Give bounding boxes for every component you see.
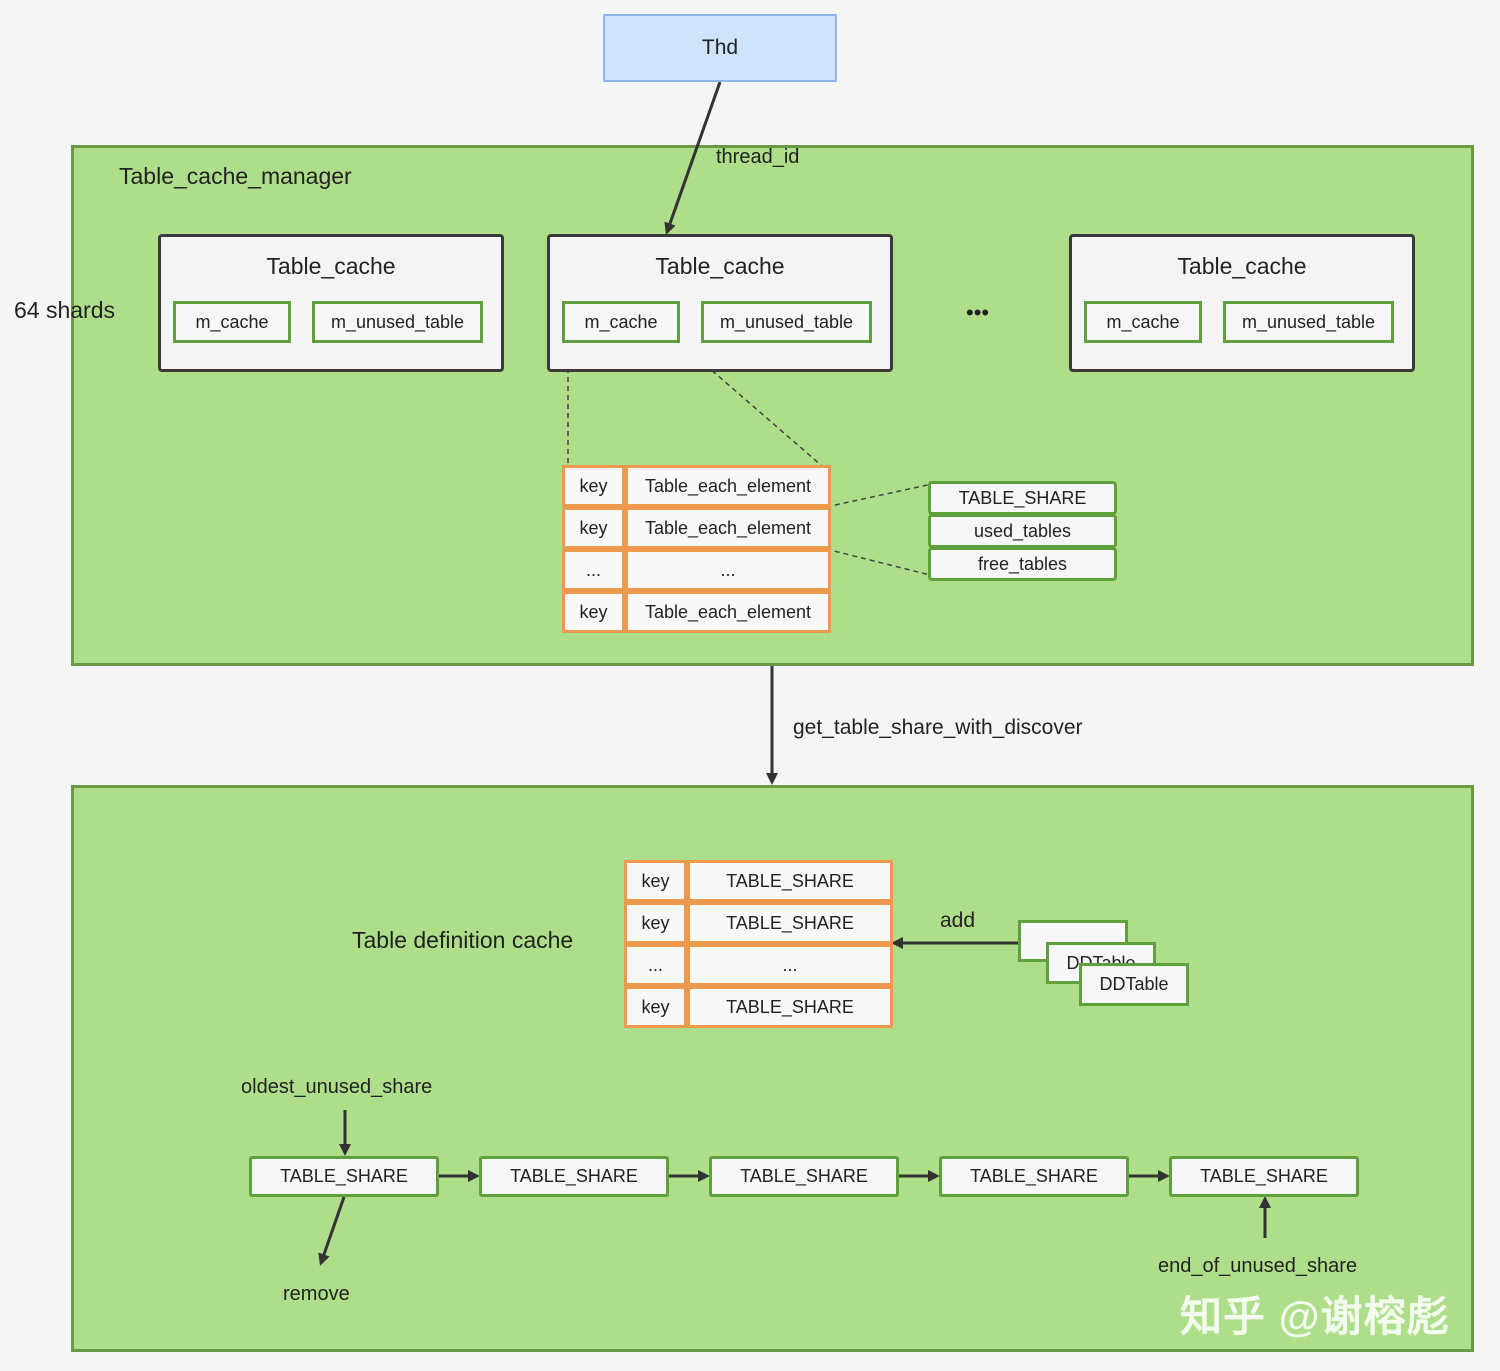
element-table-share-field: TABLE_SHARE	[928, 481, 1117, 515]
table-cache-1: Table_cache m_cache m_unused_table	[158, 234, 504, 372]
thread-id-label: thread_id	[716, 146, 800, 168]
table-cache-3: Table_cache m_cache m_unused_table	[1069, 234, 1415, 372]
table-definition-cache-title: Table definition cache	[352, 927, 574, 953]
hash-key-cell: ...	[624, 944, 687, 986]
remove-arrow	[318, 1196, 346, 1266]
m-cache-field: m_cache	[1084, 301, 1202, 343]
m-cache-field: m_cache	[173, 301, 291, 343]
shards-label: 64 shards	[14, 297, 116, 323]
hash-row: ... ...	[624, 944, 893, 986]
table-cache-title: Table_cache	[655, 253, 785, 279]
hash-value-cell: TABLE_SHARE	[687, 902, 893, 944]
chain-table-share-5: TABLE_SHARE	[1169, 1156, 1359, 1197]
table-cache-manager-title: Table_cache_manager	[119, 163, 352, 189]
thd-to-table-cache-arrow	[664, 81, 722, 235]
element-dashed-bottom	[825, 548, 931, 576]
m-unused-table-field: m_unused_table	[701, 301, 872, 343]
hash-row: ... ...	[562, 549, 831, 591]
thd-box: Thd	[603, 14, 837, 82]
element-used-tables-field: used_tables	[928, 514, 1117, 548]
chain-table-share-3: TABLE_SHARE	[709, 1156, 899, 1197]
get-share-label: get_table_share_with_discover	[793, 716, 1083, 739]
hash-row: key TABLE_SHARE	[624, 902, 893, 944]
chain-table-share-2: TABLE_SHARE	[479, 1156, 669, 1197]
chain-table-share-1: TABLE_SHARE	[249, 1156, 439, 1197]
element-dashed-top	[825, 483, 933, 508]
element-free-tables-field: free_tables	[928, 547, 1117, 581]
hash-value-cell: ...	[625, 549, 831, 591]
zhihu-watermark: 知乎 @谢榕彪	[1180, 1293, 1450, 1340]
table-cache-title: Table_cache	[266, 253, 396, 279]
hash-value-cell: TABLE_SHARE	[687, 986, 893, 1028]
hash-key-cell: ...	[562, 549, 625, 591]
hash-row: key Table_each_element	[562, 507, 831, 549]
hash-value-cell: TABLE_SHARE	[687, 860, 893, 902]
tdc-hash-table: key TABLE_SHARE key TABLE_SHARE ... ... …	[624, 860, 893, 1028]
chain-table-share-4: TABLE_SHARE	[939, 1156, 1129, 1197]
hash-key-cell: key	[562, 507, 625, 549]
table-cache-hash-table: key Table_each_element key Table_each_el…	[562, 465, 831, 633]
hash-value-cell: ...	[687, 944, 893, 986]
end-of-unused-share-label: end_of_unused_share	[1158, 1255, 1358, 1277]
add-label: add	[940, 909, 976, 932]
hash-value-cell: Table_each_element	[625, 591, 831, 633]
m-unused-table-field: m_unused_table	[312, 301, 483, 343]
hash-key-cell: key	[624, 986, 687, 1028]
m-unused-table-field: m_unused_table	[1223, 301, 1394, 343]
hash-row: key Table_each_element	[562, 591, 831, 633]
hash-value-cell: Table_each_element	[625, 465, 831, 507]
hash-key-cell: key	[624, 902, 687, 944]
hash-key-cell: key	[562, 591, 625, 633]
hash-key-cell: key	[624, 860, 687, 902]
hash-row: key TABLE_SHARE	[624, 860, 893, 902]
table-cache-2: Table_cache m_cache m_unused_table	[547, 234, 893, 372]
hash-row: key Table_each_element	[562, 465, 831, 507]
remove-label: remove	[283, 1283, 350, 1305]
oldest-unused-share-label: oldest_unused_share	[241, 1076, 433, 1098]
ddtable-card-front: DDTable	[1079, 963, 1189, 1006]
hash-value-cell: Table_each_element	[625, 507, 831, 549]
table-cache-title: Table_cache	[1177, 253, 1307, 279]
hash-row: key TABLE_SHARE	[624, 986, 893, 1028]
m-cache-field: m_cache	[562, 301, 680, 343]
hash-key-cell: key	[562, 465, 625, 507]
thd-label: Thd	[701, 36, 739, 59]
ellipsis-dots: •••	[966, 300, 990, 325]
